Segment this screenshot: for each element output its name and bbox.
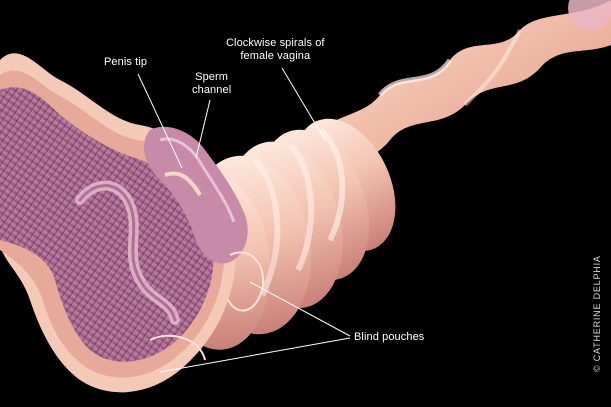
label-penis-tip: Penis tip xyxy=(104,56,148,68)
leader-lines xyxy=(137,67,351,373)
blind-pouches xyxy=(149,251,265,361)
penis xyxy=(143,126,248,264)
leader-sperm-channel xyxy=(195,99,211,159)
upper-oviduct xyxy=(300,0,611,185)
image-credit: © CATHERINE DELPHIA xyxy=(592,255,602,372)
label-blind-pouches: Blind pouches xyxy=(354,331,425,343)
inner-cavity xyxy=(0,87,214,362)
leader-blind-pouch-2 xyxy=(159,337,351,373)
label-sperm-channel: Sperm channel xyxy=(192,71,232,96)
leader-spirals xyxy=(281,67,326,141)
leader-blind-pouch-1 xyxy=(249,281,351,337)
leader-penis-tip xyxy=(137,73,183,169)
label-clockwise-spirals: Clockwise spirals of female vagina xyxy=(226,37,325,62)
